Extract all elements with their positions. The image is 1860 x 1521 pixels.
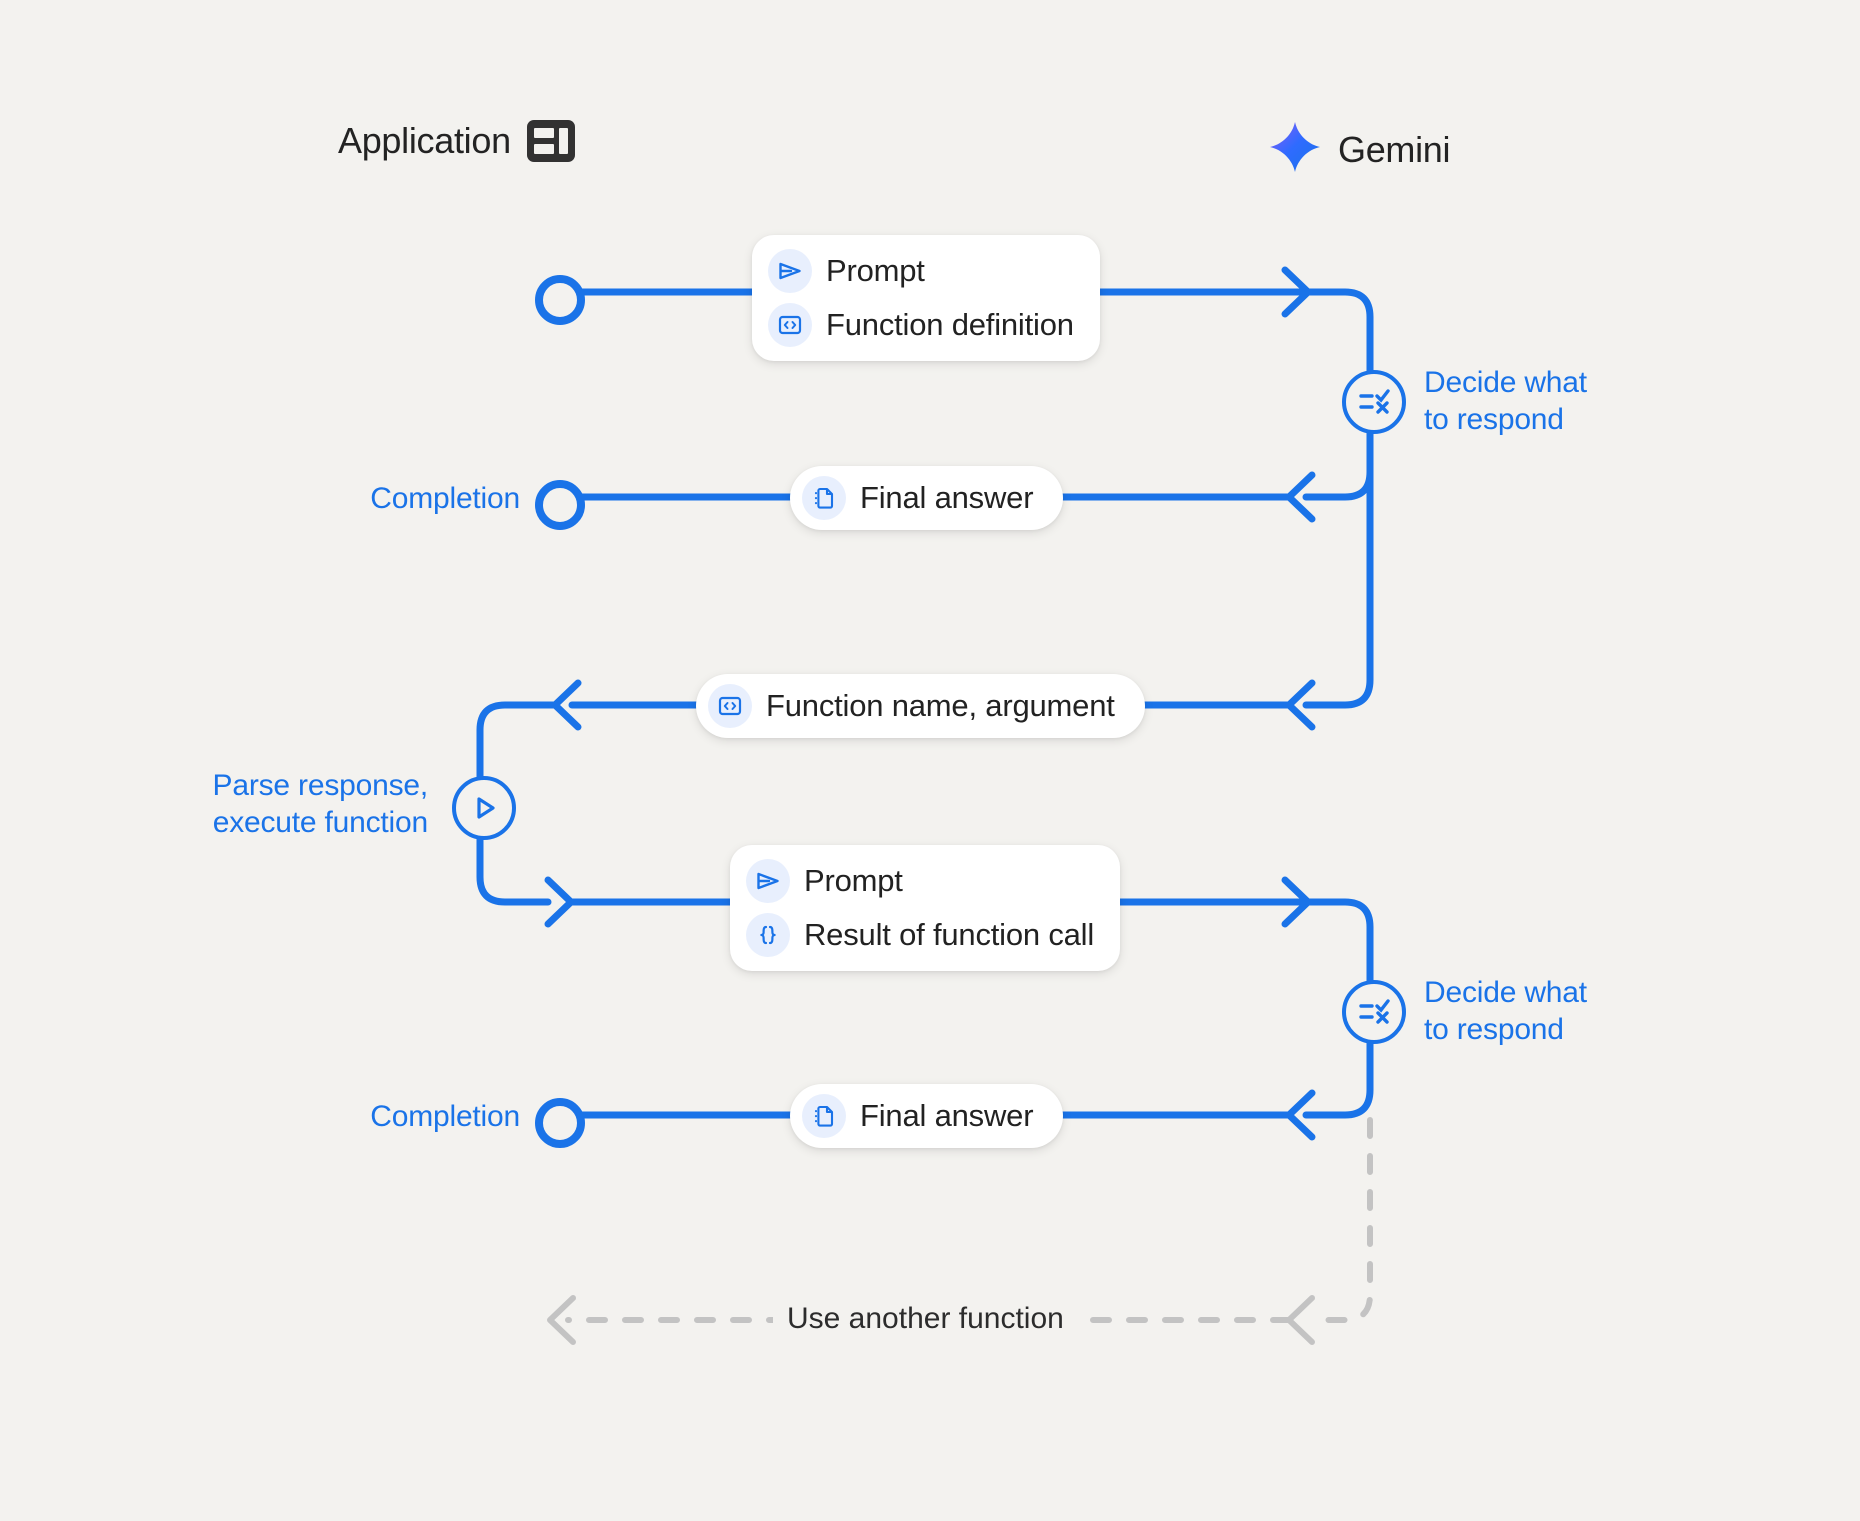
code-brackets-icon xyxy=(768,303,812,347)
decide-label-1: Decide what to respond xyxy=(1424,366,1587,436)
card-final-answer-1[interactable]: Final answer xyxy=(790,466,1064,530)
curly-braces-icon xyxy=(746,913,790,957)
card-row-label: Final answer xyxy=(860,480,1034,515)
card-row: Function definition xyxy=(768,303,1074,347)
card-row-label: Function definition xyxy=(826,307,1074,342)
decide-label-2: Decide what to respond xyxy=(1424,976,1587,1046)
card-row: Result of function call xyxy=(746,913,1094,957)
lane-label-application: Application xyxy=(338,120,511,161)
arrowhead-loop-app xyxy=(547,1295,576,1345)
card-row: Final answer xyxy=(802,1094,1034,1138)
card-row-label: Function name, argument xyxy=(766,688,1115,723)
arrowhead-loop-gemini xyxy=(1286,1295,1315,1345)
gemini-sparkle-icon xyxy=(1268,120,1322,179)
card-row-label: Prompt xyxy=(826,253,925,288)
completion-label-2: Completion xyxy=(370,1100,520,1133)
card-row: Prompt xyxy=(768,249,1074,293)
wire-final-answer-1 xyxy=(1302,468,1374,501)
card-prompt-function-definition[interactable]: Prompt Function definition xyxy=(752,235,1100,361)
wire-gemini-rail-1 xyxy=(1302,288,1374,709)
card-function-name-argument[interactable]: Function name, argument xyxy=(696,674,1145,738)
decide-node-2 xyxy=(1342,980,1406,1044)
document-icon xyxy=(802,1094,846,1138)
card-final-answer-2[interactable]: Final answer xyxy=(790,1084,1064,1148)
lane-label-gemini: Gemini xyxy=(1338,128,1451,170)
completion-node-1 xyxy=(535,480,585,530)
card-row-label: Prompt xyxy=(804,863,903,898)
send-prompt-icon xyxy=(746,859,790,903)
loop-label: Use another function xyxy=(773,1302,1078,1336)
card-row-label: Final answer xyxy=(860,1098,1034,1133)
card-row: Final answer xyxy=(802,476,1034,520)
decide-node-1 xyxy=(1342,370,1406,434)
card-row-label: Result of function call xyxy=(804,917,1095,952)
lane-header-gemini: Gemini xyxy=(1268,120,1451,179)
send-prompt-icon xyxy=(768,249,812,293)
document-icon xyxy=(802,476,846,520)
card-prompt-result-of-function-call[interactable]: Prompt Result of function call xyxy=(730,845,1121,971)
completion-label-1: Completion xyxy=(370,482,520,515)
checklist-decision-icon xyxy=(1359,389,1390,414)
start-node xyxy=(535,275,585,325)
lane-header-application: Application xyxy=(338,120,575,162)
application-window-icon xyxy=(526,120,575,162)
play-triangle-icon xyxy=(477,797,495,819)
card-row: Function name, argument xyxy=(708,684,1115,728)
wire-loop-dashed-right xyxy=(1308,1117,1373,1323)
parse-execute-label: Parse response, execute function xyxy=(212,769,429,839)
completion-node-2 xyxy=(535,1098,585,1148)
code-brackets-icon xyxy=(708,684,752,728)
card-row: Prompt xyxy=(746,859,1094,903)
execute-node xyxy=(452,776,516,840)
checklist-decision-icon xyxy=(1359,999,1390,1024)
